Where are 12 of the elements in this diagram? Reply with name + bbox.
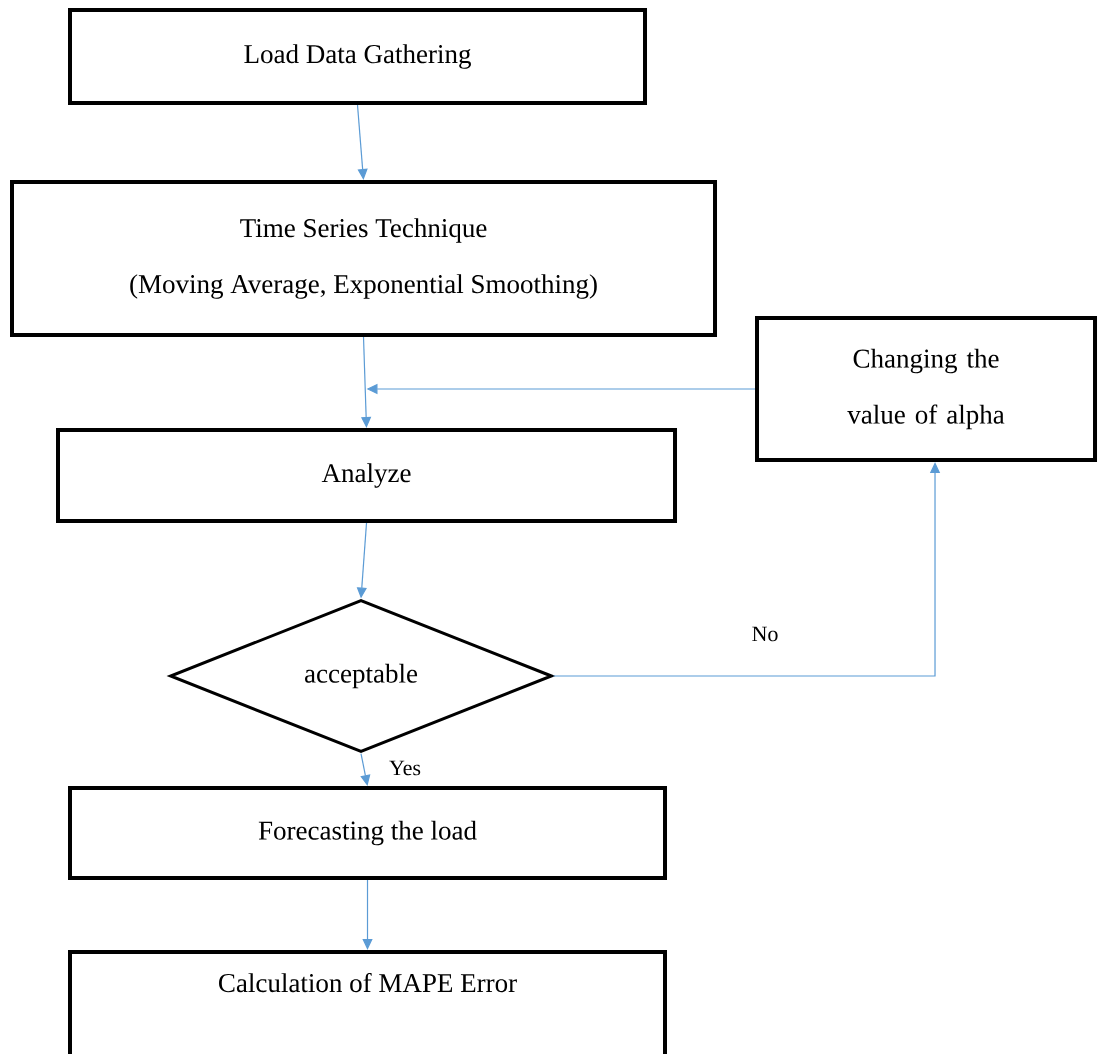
process-box: Time Series Technique (Moving Average, Exponential Smoothing): [10, 180, 717, 337]
arrow: [361, 336, 372, 428]
arrow: [360, 752, 371, 786]
process-box: Analyze: [56, 428, 677, 523]
process-box: Calculation of MAPE Error: [68, 950, 667, 1054]
edge-label: No: [749, 624, 781, 644]
process-box: Changing the value of alpha: [755, 316, 1097, 462]
process-box: Load Data Gathering: [68, 8, 647, 105]
arrow: [362, 879, 373, 950]
process-box: Forecasting the load: [68, 786, 667, 880]
arrow: [356, 104, 368, 180]
edge-label: Yes: [387, 758, 423, 778]
